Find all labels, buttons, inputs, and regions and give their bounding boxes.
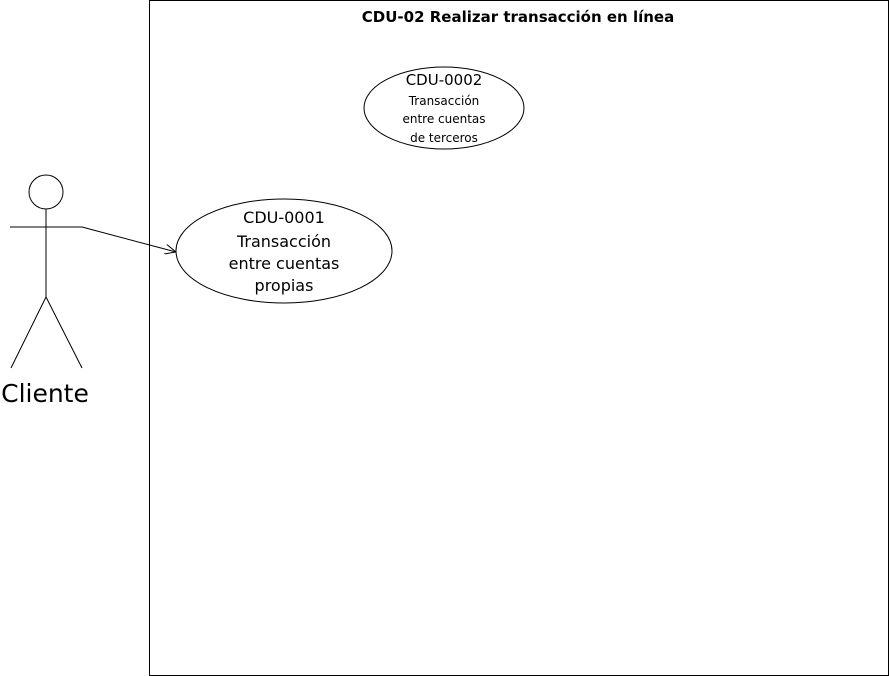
actor-head: [28, 174, 64, 210]
use-case-line: entre cuentas: [402, 112, 485, 126]
use-case-cdu-0002[interactable]: CDU-0002 Transacción entre cuentas de te…: [363, 66, 525, 150]
use-case-id: CDU-0002: [406, 71, 483, 89]
actor-left-leg: [10, 296, 47, 369]
use-case-id: CDU-0001: [243, 208, 325, 227]
use-case-ellipse: [363, 66, 525, 150]
use-case-line: propias: [255, 276, 314, 295]
use-case-line: entre cuentas: [229, 254, 340, 273]
system-title: CDU-02 Realizar transacción en línea: [362, 8, 674, 26]
use-case-line: Transacción: [408, 94, 480, 108]
actor-right-leg: [45, 296, 83, 369]
association-arrow: [81, 226, 176, 252]
use-case-cdu-0001[interactable]: CDU-0001 Transacción entre cuentas propi…: [175, 198, 393, 304]
use-case-ellipse: [175, 198, 393, 304]
use-case-line: de terceros: [410, 131, 478, 145]
actor-cliente[interactable]: Cliente: [1, 174, 89, 408]
actor-label: Cliente: [1, 379, 89, 408]
use-case-line: Transacción: [236, 232, 331, 251]
